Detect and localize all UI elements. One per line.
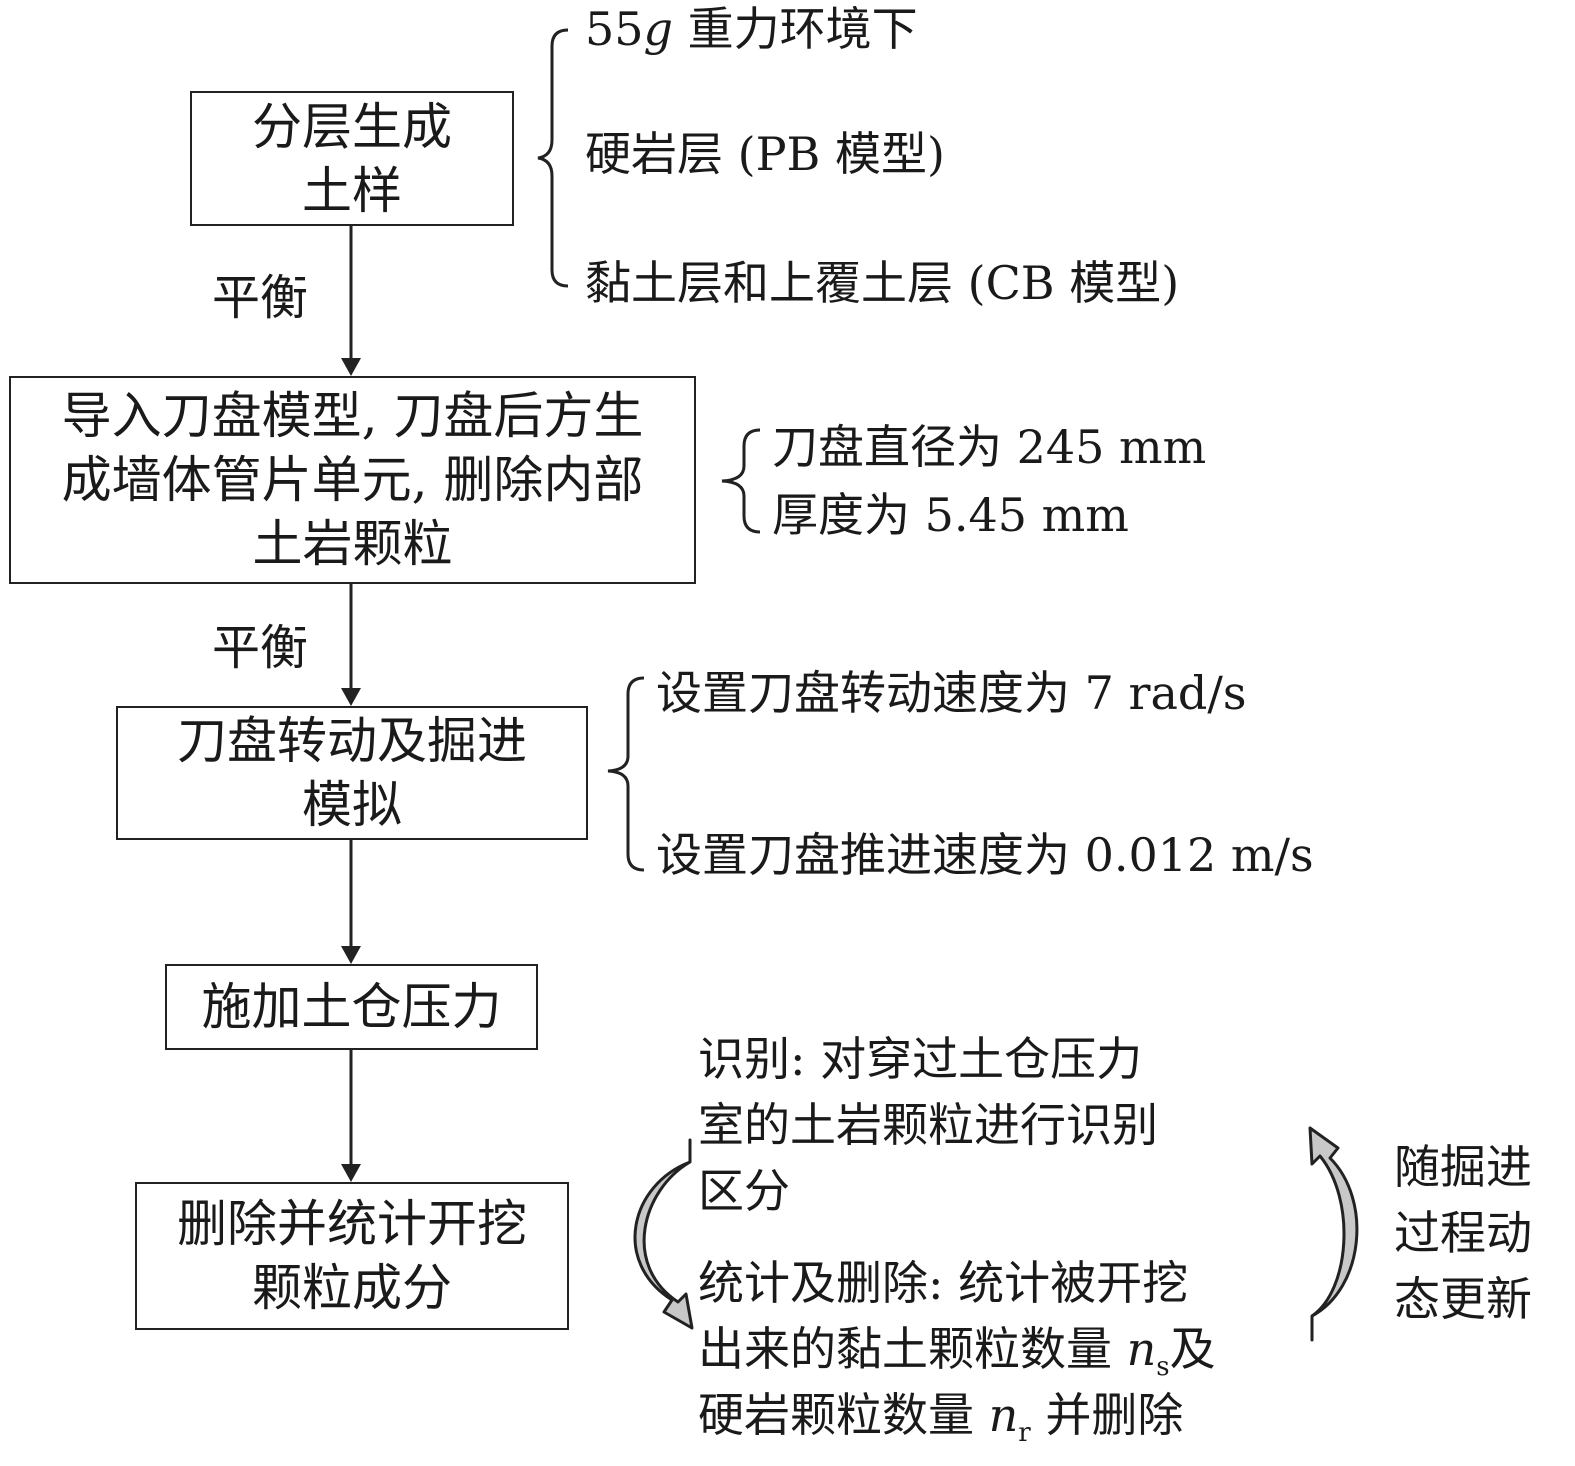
step-line: 刀盘转动及掘进 bbox=[177, 712, 527, 770]
gravity-rest: 重力环境下 bbox=[673, 2, 918, 56]
var-n: n bbox=[1126, 1322, 1157, 1376]
step-line: 导入刀盘模型, 刀盘后方生 bbox=[61, 387, 644, 445]
arrowhead-step2 bbox=[341, 358, 361, 376]
brace-step3 bbox=[607, 676, 645, 872]
note-gravity: 55g 重力环境下 bbox=[585, 0, 918, 58]
cycle-arrow-right bbox=[1308, 1126, 1359, 1342]
loop-identify-line: 室的土岩颗粒进行识别 bbox=[698, 1098, 1158, 1152]
note-rotation-speed: 设置刀盘转动速度为 7 rad/s bbox=[656, 666, 1247, 720]
note-clay: 黏土层和上覆土层 (CB 模型) bbox=[585, 256, 1180, 310]
brace-step1 bbox=[537, 28, 569, 288]
step-layered-sample: 分层生成 土样 bbox=[190, 91, 514, 226]
step-line: 成墙体管片单元, 删除内部 bbox=[61, 451, 644, 509]
sub-s: s bbox=[1156, 1352, 1170, 1382]
step-line: 土岩颗粒 bbox=[252, 515, 453, 573]
count-text: 及 bbox=[1169, 1322, 1216, 1376]
loop-update-line: 态更新 bbox=[1394, 1272, 1532, 1326]
step-line: 分层生成 bbox=[252, 97, 452, 156]
loop-count-line: 硬岩颗粒数量 nr 并删除 bbox=[698, 1386, 1183, 1462]
arrowhead-step5 bbox=[341, 1164, 361, 1182]
loop-update-line: 过程动 bbox=[1394, 1206, 1532, 1260]
arrowhead-step4 bbox=[341, 946, 361, 964]
step-line: 土样 bbox=[302, 161, 402, 220]
step-line: 模拟 bbox=[302, 776, 402, 834]
note-diameter: 刀盘直径为 245 mm bbox=[772, 420, 1207, 474]
step-line: 颗粒成分 bbox=[252, 1259, 452, 1317]
gravity-value: 55 bbox=[585, 2, 644, 56]
step-line: 施加土仓压力 bbox=[201, 978, 502, 1036]
edge-label-balance-2: 平衡 bbox=[212, 620, 309, 676]
var-n: n bbox=[988, 1388, 1019, 1442]
step-chamber-pressure: 施加土仓压力 bbox=[165, 964, 538, 1050]
edge-label-balance-1: 平衡 bbox=[212, 270, 309, 326]
loop-identify-line: 区分 bbox=[698, 1164, 790, 1218]
sub-r: r bbox=[1018, 1418, 1031, 1448]
gravity-unit: g bbox=[643, 2, 673, 56]
brace-step2 bbox=[721, 428, 761, 534]
arrowhead-step3 bbox=[341, 688, 361, 706]
count-text: 硬岩颗粒数量 bbox=[698, 1388, 989, 1442]
step-import-cutterhead: 导入刀盘模型, 刀盘后方生 成墙体管片单元, 删除内部 土岩颗粒 bbox=[9, 376, 696, 584]
note-hard-rock: 硬岩层 (PB 模型) bbox=[585, 127, 945, 181]
step-delete-count: 删除并统计开挖 颗粒成分 bbox=[135, 1182, 569, 1330]
loop-identify-line: 识别: 对穿过土仓压力 bbox=[698, 1032, 1143, 1086]
count-text: 并删除 bbox=[1030, 1388, 1184, 1442]
step-rotation-excavation: 刀盘转动及掘进 模拟 bbox=[116, 706, 588, 840]
note-advance-speed: 设置刀盘推进速度为 0.012 m/s bbox=[656, 828, 1314, 882]
count-text: 出来的黏土颗粒数量 bbox=[698, 1322, 1127, 1376]
loop-count-line: 出来的黏土颗粒数量 ns及 bbox=[698, 1320, 1216, 1396]
note-thickness: 厚度为 5.45 mm bbox=[772, 488, 1129, 542]
step-line: 删除并统计开挖 bbox=[177, 1195, 527, 1253]
loop-update-line: 随掘进 bbox=[1394, 1140, 1532, 1194]
loop-count-line: 统计及删除: 统计被开挖 bbox=[698, 1256, 1189, 1310]
cycle-arrow-left bbox=[633, 1138, 694, 1330]
